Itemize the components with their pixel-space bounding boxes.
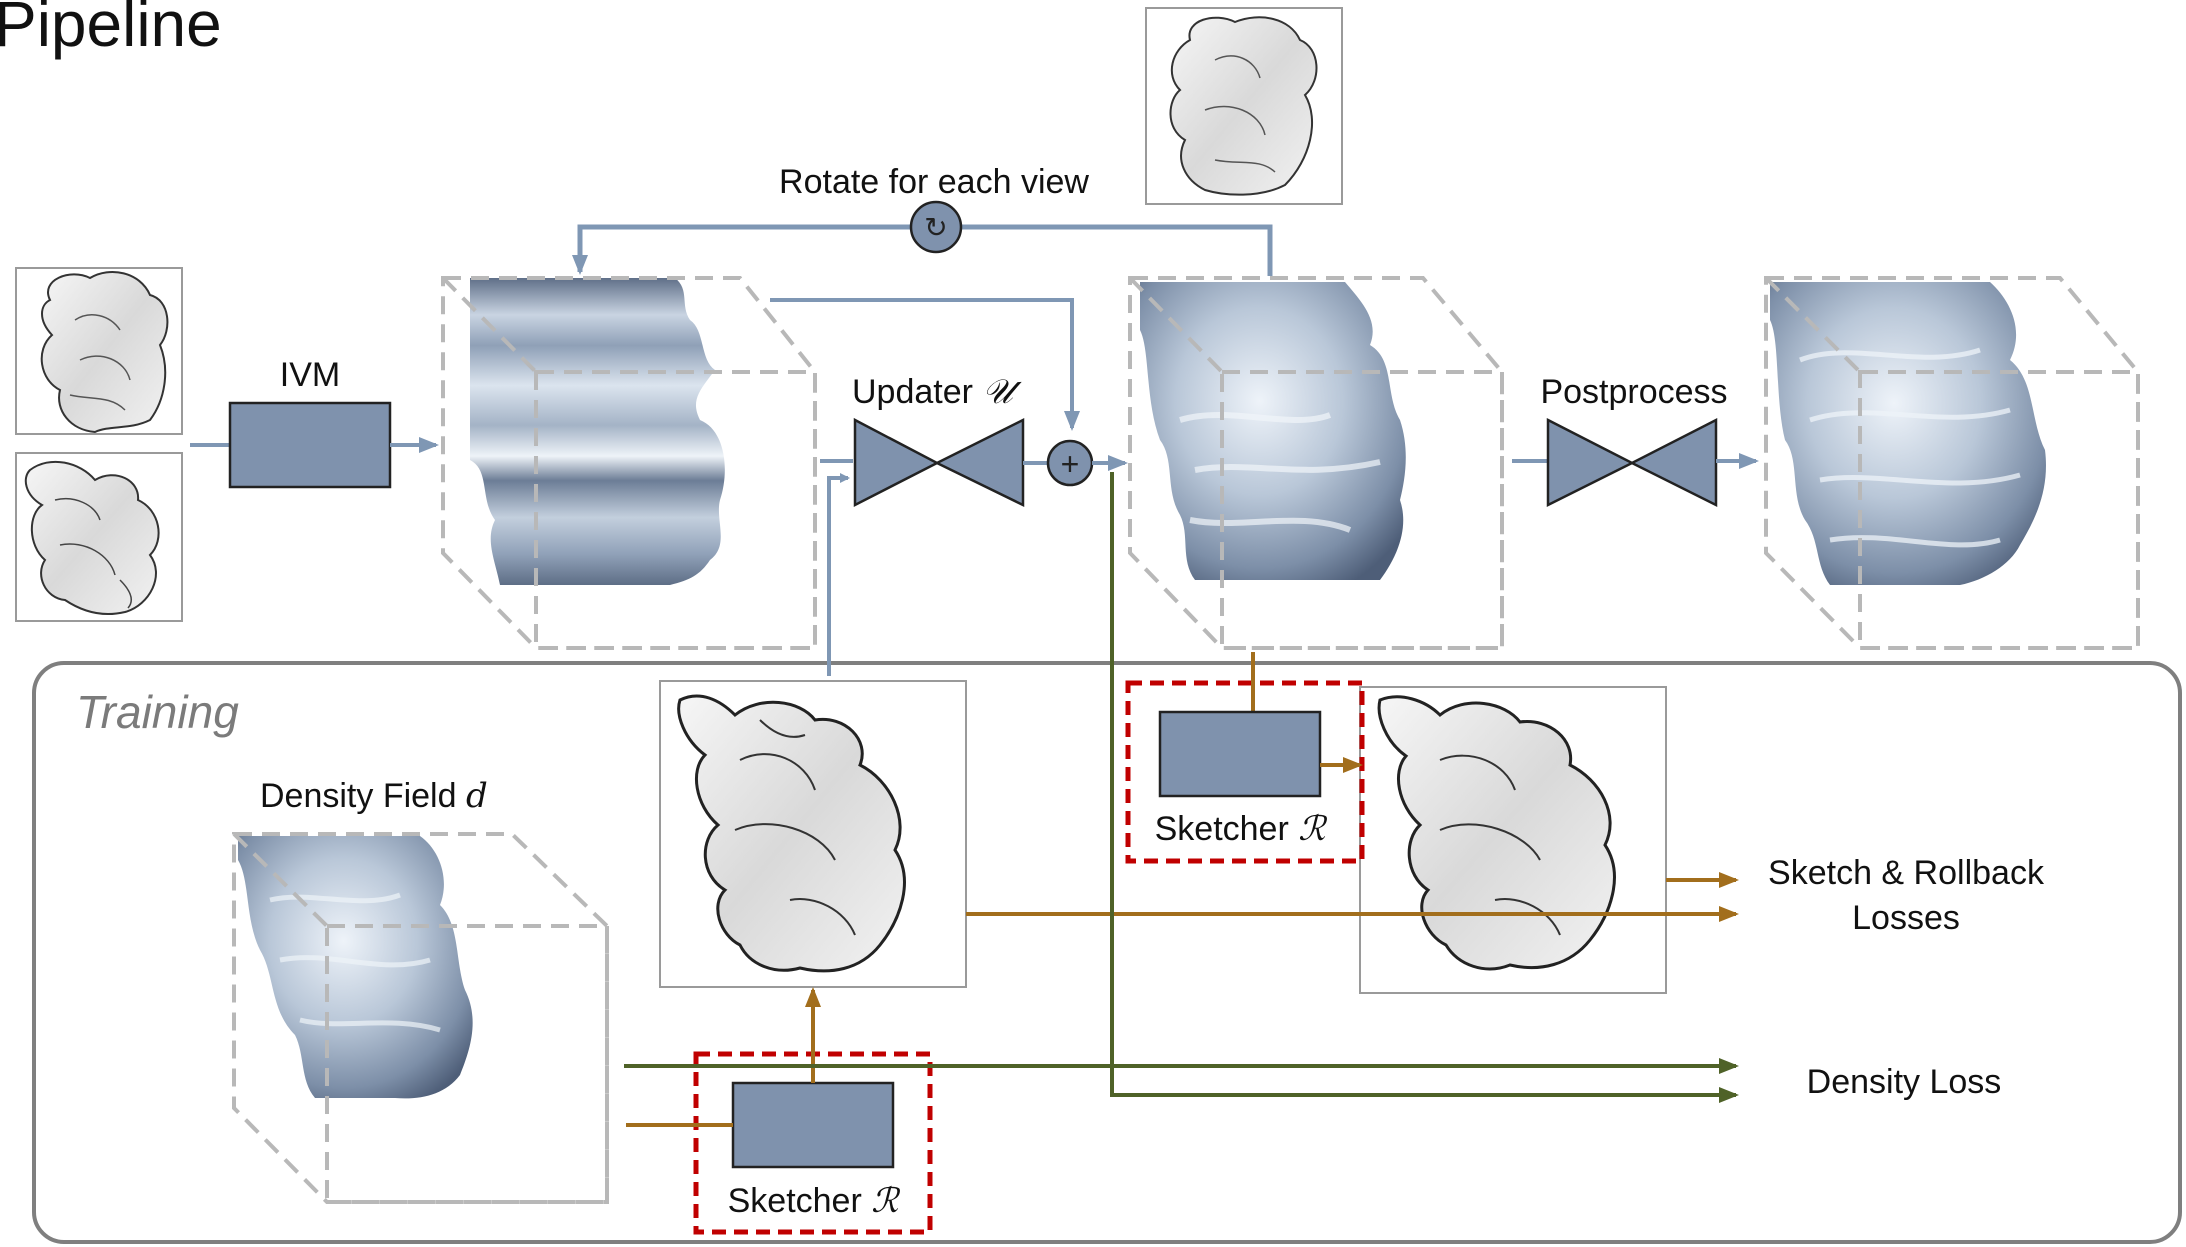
training-sketch-right bbox=[1359, 686, 1667, 994]
sketch-losses-label-line2: Losses bbox=[1852, 899, 1960, 937]
svg-text:+: + bbox=[1061, 446, 1080, 482]
ivm-label: IVM bbox=[280, 356, 340, 394]
training-frame bbox=[32, 661, 2182, 1244]
sketcher-left-label: Sketcher ℛ bbox=[728, 1181, 902, 1221]
density-loss-arrow-pred bbox=[1110, 472, 1739, 1103]
density-field-label: Density Field d bbox=[260, 776, 488, 816]
training-label: Training bbox=[76, 686, 239, 738]
updated-density-cube bbox=[1128, 276, 1504, 650]
plus-node: + bbox=[1046, 439, 1094, 487]
ivm-module bbox=[228, 401, 392, 489]
sketch-losses-label: Sketch & Rollback bbox=[1768, 854, 2045, 892]
sketcher-right-label: Sketcher ℛ bbox=[1155, 809, 1329, 849]
top-view-sketch bbox=[1145, 7, 1343, 205]
initial-density-cube bbox=[441, 276, 817, 650]
sketcher-right-frame bbox=[1125, 680, 1365, 864]
postprocess-module bbox=[1546, 417, 1718, 508]
skip-connection-arrow bbox=[770, 298, 1080, 431]
updater-label: Updater 𝒰 bbox=[852, 372, 1022, 412]
final-density-cube bbox=[1764, 276, 2140, 650]
input-sketch-front bbox=[15, 267, 183, 435]
sketcher-right-module bbox=[1158, 710, 1322, 798]
updater-module bbox=[853, 417, 1025, 508]
training-sketch-left bbox=[659, 680, 967, 988]
sketch-to-updater-arrow bbox=[827, 473, 850, 676]
postprocess-label: Postprocess bbox=[1540, 373, 1727, 411]
svg-text:↻: ↻ bbox=[924, 212, 947, 243]
density-field-cube bbox=[232, 832, 609, 1204]
rotate-icon: ↻ bbox=[909, 200, 963, 254]
page-title: Pipeline bbox=[0, 0, 222, 60]
sketcher-left-module bbox=[731, 1081, 895, 1169]
density-loss-label: Density Loss bbox=[1807, 1063, 2002, 1101]
rotate-label: Rotate for each view bbox=[779, 163, 1089, 201]
input-sketch-side bbox=[15, 452, 183, 622]
